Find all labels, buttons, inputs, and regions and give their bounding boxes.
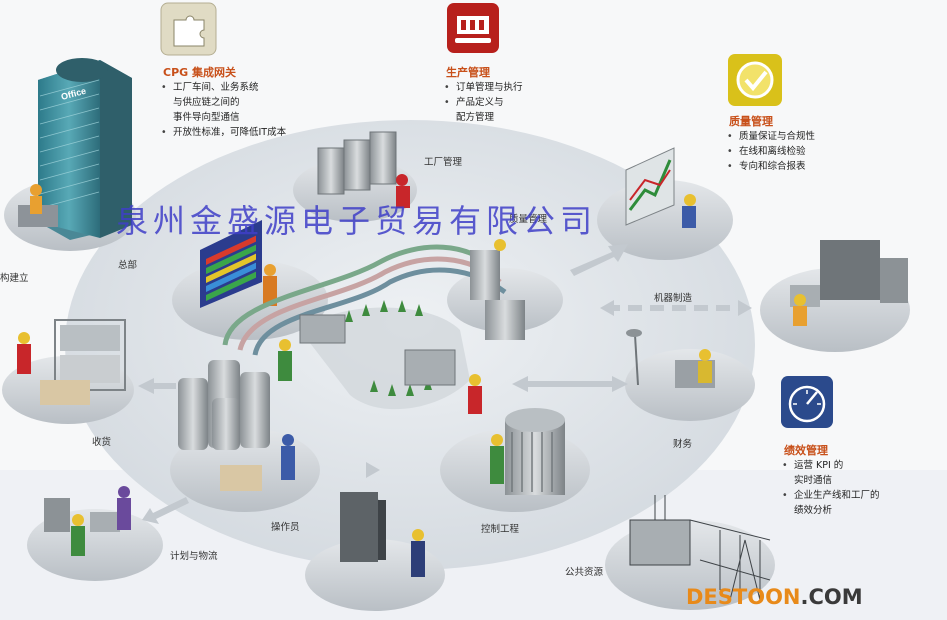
quality-list: 质量保证与合规性 在线和离线检验 专向和综合报表 [727,129,815,174]
bottom-station [340,492,425,577]
worker-finance [699,349,711,361]
worker-quality [684,194,696,206]
pallet-rack [17,319,126,405]
worker-dashboard [264,264,276,276]
production-item-2: 产品定义与 [444,95,523,110]
label-operators: 操作员 [271,522,300,533]
performance-item-3: 企业生产线和工厂的 [782,488,880,503]
performance-title: 绩效管理 [784,444,828,457]
bottling-line [299,300,470,410]
cpg-item-4: 开放性标准，可降低IT成本 [161,125,286,140]
arrow-finance [512,376,628,392]
worker-machine [794,294,806,306]
cpg-list: 工厂车间、业务系统 与供应链之间的 事件导向型通信 开放性标准，可降低IT成本 [161,80,286,140]
performance-list: 运营 KPI 的 实时通信 企业生产线和工厂的 绩效分析 [782,458,880,518]
worker-operators [282,434,294,446]
conveyor-icon [455,38,491,43]
quality-item-1: 质量保证与合规性 [727,129,815,144]
worker-control [491,434,503,446]
mixers [278,239,525,414]
label-quality-partial: 质量管理 [509,214,548,225]
checkmark-icon [744,70,768,92]
label-machine: 机器制造 [654,293,693,304]
worker-planning-1 [72,514,84,526]
performance-item-1: 运营 KPI 的 [782,458,880,473]
cpg-title: CPG 集成网关 [163,66,236,79]
storage-tanks [178,360,295,491]
performance-item-4: 绩效分析 [794,505,833,516]
quality-station [625,147,696,228]
planning-station [44,486,131,556]
reactor [490,408,565,495]
quality-item-2: 在线和离线检验 [727,144,815,159]
label-control-eng: 控制工程 [481,524,520,535]
office-building: Office [18,58,132,240]
arrow-quality [570,244,628,276]
gauge-icon [788,385,826,423]
cpg-item-2: 与供应链之间的 [173,97,240,108]
label-utilities: 公共资源 [565,567,604,578]
production-item-1: 订单管理与执行 [444,80,523,95]
finance-station [626,329,715,388]
label-planning: 计划与物流 [170,551,218,562]
worker-planning-2 [118,486,130,498]
performance-icon-tile [781,376,833,428]
production-title: 生产管理 [446,66,490,79]
worker-hq [30,184,42,196]
cpg-item-1: 工厂车间、业务系统 [161,80,286,95]
worker-receiving [18,332,30,344]
production-icon-tile [447,3,499,53]
worker-mixer [494,239,506,251]
arrow-receiving [138,378,176,394]
worker-center [469,374,481,386]
arrow-machine-left [600,300,620,316]
production-list: 订单管理与执行 产品定义与 配方管理 [444,80,523,125]
performance-item-2: 实时通信 [794,475,833,486]
arrow-machine-right [738,300,752,316]
destoon-brand: DESTOON.COM [686,585,863,609]
server-cabinets [317,131,410,208]
dashboard-wall [200,220,277,308]
brand-part-2: .COM [800,585,863,609]
puzzle-icon [173,15,205,47]
arrow-machine-dash [628,305,642,311]
worker-factory [396,174,408,186]
label-left-edge: 构建立 [0,273,29,284]
quality-icon-tile [728,54,782,106]
arrow-planning [142,497,189,524]
utilities-plant [629,495,771,601]
production-item-3: 配方管理 [456,112,495,123]
cpg-icon-tile [160,2,217,56]
arrow-control [366,462,380,478]
label-hq: 总部 [118,260,138,271]
label-factory-mgmt: 工厂管理 [424,157,463,168]
machine-station [790,240,908,326]
worker-bottom [412,529,424,541]
brand-part-1: DESTOON [686,585,801,609]
label-receiving: 收货 [92,437,112,448]
pipes [222,244,507,356]
company-watermark: 泉州金盛源电子贸易有限公司 [116,202,598,240]
quality-item-3: 专向和综合报表 [727,159,815,174]
label-finance: 财务 [673,439,693,450]
worker-line [279,339,291,351]
quality-title: 质量管理 [729,115,773,128]
cpg-item-3: 事件导向型通信 [173,112,240,123]
